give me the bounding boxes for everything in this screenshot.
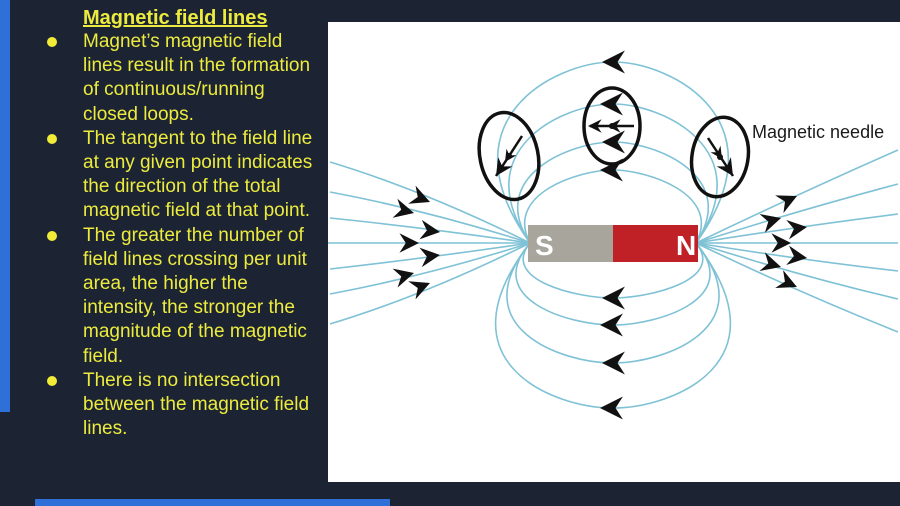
magnet-south-half	[528, 225, 613, 262]
bullet-dot-icon	[47, 375, 57, 386]
magnet-north-half	[613, 225, 698, 262]
bullet-item: The tangent to the field line at any giv…	[28, 127, 330, 224]
bullet-text: Magnet’s magnetic field lines result in …	[83, 31, 311, 125]
compass-middle	[582, 86, 642, 166]
compass-left	[477, 110, 541, 202]
magnetic-needle-label: Magnetic needle	[752, 122, 884, 142]
bullet-list: Magnet’s magnetic field lines result in …	[28, 30, 330, 441]
bullet-item: There is no intersection between the mag…	[28, 369, 330, 442]
bottom-accent-bar	[35, 499, 390, 506]
right-fan-arrow-icons	[759, 195, 807, 288]
left-accent-bar	[0, 0, 10, 412]
bullet-dot-icon	[47, 230, 57, 241]
bullet-item: The greater the number of field lines cr…	[28, 224, 330, 369]
diagram-panel: S N Magnetic needle	[328, 22, 900, 482]
magnetic-field-diagram: S N Magnetic needle	[328, 50, 899, 420]
bullet-text: The tangent to the field line at any giv…	[83, 127, 313, 222]
bullet-dot-icon	[47, 37, 57, 47]
bullet-dot-icon	[47, 133, 57, 144]
bar-magnet: S N	[528, 225, 698, 262]
left-fan-arrow-icons	[392, 185, 440, 300]
compass-right	[689, 115, 751, 199]
bullet-text: The greater the number of field lines cr…	[83, 224, 307, 367]
slide-text-column: Magnetic field lines Magnet’s magnetic f…	[28, 6, 330, 441]
bullet-text: There is no intersection between the mag…	[83, 369, 310, 440]
bullet-item: Magnet’s magnetic field lines result in …	[28, 30, 330, 127]
south-pole-label: S	[535, 230, 554, 261]
north-pole-label: N	[676, 230, 696, 261]
slide-title: Magnetic field lines	[83, 7, 268, 29]
